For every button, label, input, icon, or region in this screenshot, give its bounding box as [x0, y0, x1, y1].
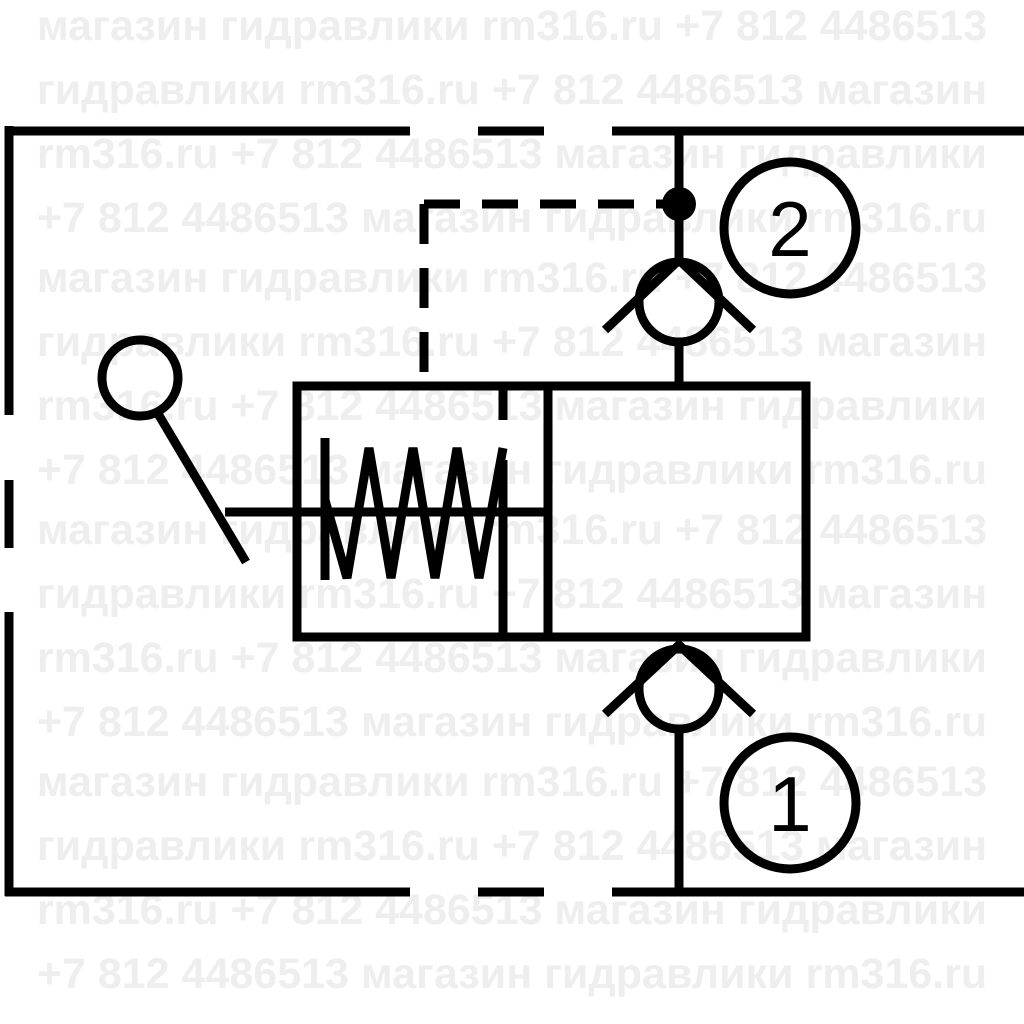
check-valve-ball-lower [634, 644, 724, 734]
spring-icon [320, 447, 508, 580]
port-2-marker-circle [719, 157, 861, 299]
check-valve-seat-upper [601, 253, 757, 334]
port-1-marker-circle [719, 732, 861, 874]
lever-arm [153, 409, 250, 565]
port-1-label: 1 [768, 760, 811, 848]
junction-dot [662, 187, 696, 221]
check-valve-seat-lower [601, 638, 757, 718]
lever-handle-ball [97, 335, 183, 421]
enclosure-outline [4, 126, 1024, 897]
check-valve-ball-upper [634, 257, 724, 347]
port-2-label: 2 [768, 185, 811, 273]
